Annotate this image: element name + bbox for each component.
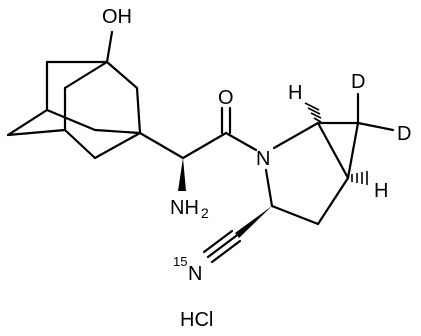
wedge-bond-alpha-amine (178, 158, 186, 191)
bond-c6-d-right (356, 121, 395, 132)
deuterium-right-label: D (397, 123, 411, 145)
nitrile-nitrogen-label: N (188, 263, 202, 285)
wedge-bond-c3-cn (235, 206, 272, 238)
bond-c5-c6 (346, 121, 360, 180)
bond (135, 86, 142, 135)
carbonyl-oxygen-label: O (218, 87, 234, 109)
bond-alpha-carbonyl (181, 131, 228, 160)
bond-c1-c5 (316, 121, 350, 180)
salt-label: HCl (180, 309, 213, 331)
bond-c4-c5 (316, 176, 350, 226)
bond-n-c3 (264, 168, 274, 208)
bond-carbonyl-n (224, 131, 258, 152)
bond-c-oh (105, 30, 114, 64)
ring-nitrogen-label: N (256, 148, 270, 170)
bond-nitrile-triple-1 (206, 234, 238, 259)
bond-cage-alpha (138, 131, 185, 160)
bond-n-c1 (272, 121, 320, 150)
bond (63, 60, 109, 90)
isotope-mass-label: 15 (173, 254, 187, 269)
adamantane-cage (6, 60, 142, 160)
bond (6, 108, 49, 137)
amine-label: NH (170, 197, 199, 219)
hashed-bond-c1-h (304, 102, 322, 123)
bond (93, 131, 142, 160)
hydrogen-upper-label: H (288, 82, 302, 104)
bond-nitrile-triple-3 (210, 239, 242, 264)
deuterium-top-label: D (351, 71, 365, 93)
bond-nitrile-triple-2 (202, 229, 234, 254)
amine-subscript: 2 (201, 205, 209, 221)
bond (93, 128, 142, 135)
bond (6, 128, 67, 137)
hashed-bond-c5-h (351, 171, 368, 185)
hydroxyl-label: OH (102, 6, 132, 28)
bond (45, 108, 97, 132)
bond-c3-c4 (270, 204, 320, 226)
bond (63, 128, 97, 160)
hydrogen-lower-label: H (374, 180, 388, 202)
bond (105, 60, 139, 90)
